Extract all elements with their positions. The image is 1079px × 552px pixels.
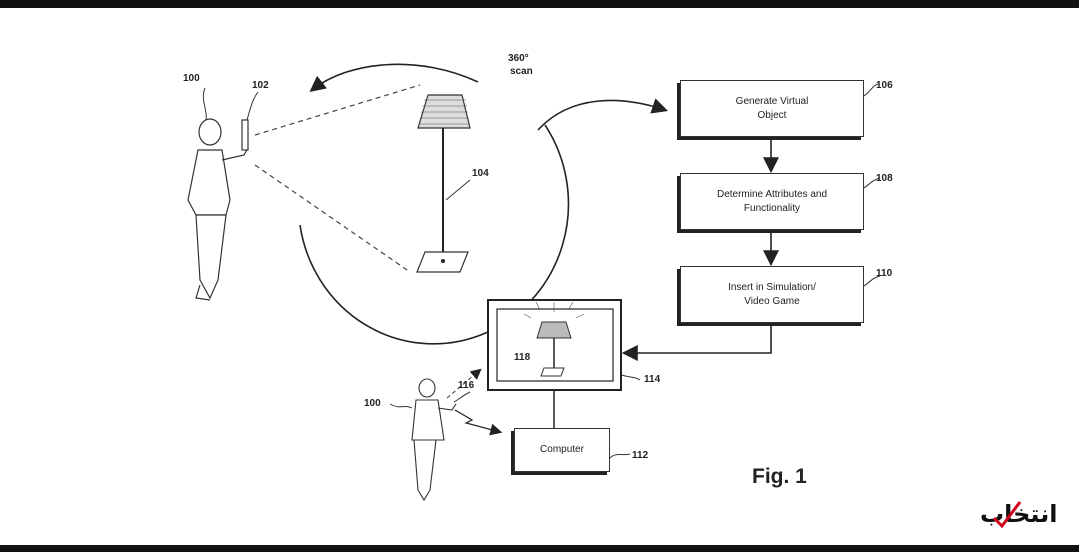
ref-generate: 106 <box>876 80 893 91</box>
flow-arrow-to-tv <box>621 323 772 361</box>
scan-ray-bottom <box>254 164 411 273</box>
ref-virtual-lamp: 118 <box>514 352 531 363</box>
ref-computer: 112 <box>632 450 649 461</box>
arrow-to-generate <box>537 98 669 131</box>
scan-label-line2: scan <box>510 66 533 77</box>
ref-user-top: 100 <box>183 73 200 84</box>
box-insert-line2: Video Game <box>744 295 800 307</box>
scan-arrow-arc <box>309 63 479 92</box>
ref-tv: 114 <box>644 374 661 385</box>
scan-circle-arc <box>299 124 570 345</box>
user-figure-bottom <box>411 378 457 502</box>
figure-label: Fig. 1 <box>752 465 807 488</box>
ref-attributes: 108 <box>876 173 893 184</box>
user-figure-top <box>187 118 249 301</box>
controller-signal-to-computer <box>454 409 503 436</box>
controller-signal-to-tv <box>446 368 482 399</box>
box-generate-line2: Object <box>757 109 787 121</box>
scan-label-line1: 360° <box>508 53 529 64</box>
box-insert-simulation: Insert in Simulation/Video Game <box>680 266 864 323</box>
box-insert-line1: Insert in Simulation/ <box>728 281 816 293</box>
watermark-check-icon <box>992 501 1022 529</box>
top-border-band <box>0 0 1079 8</box>
scan-ray-top <box>254 84 421 136</box>
tv-monitor <box>487 299 641 391</box>
box-attributes-line2: Functionality <box>743 202 801 214</box>
box-computer-label: Computer <box>540 444 584 455</box>
box-generate-line1: Generate Virtual <box>735 95 809 107</box>
bottom-border-band <box>0 545 1079 552</box>
box-computer: Computer <box>514 428 610 472</box>
ref-insert: 110 <box>876 268 893 279</box>
ref-lamp: 104 <box>472 168 489 179</box>
ref-controller: 116 <box>458 380 475 391</box>
ref-user-bottom: 100 <box>364 398 381 409</box>
ref-device-top: 102 <box>252 80 269 91</box>
lamp-illustration <box>416 94 471 273</box>
box-attributes-line1: Determine Attributes and <box>716 188 828 200</box>
